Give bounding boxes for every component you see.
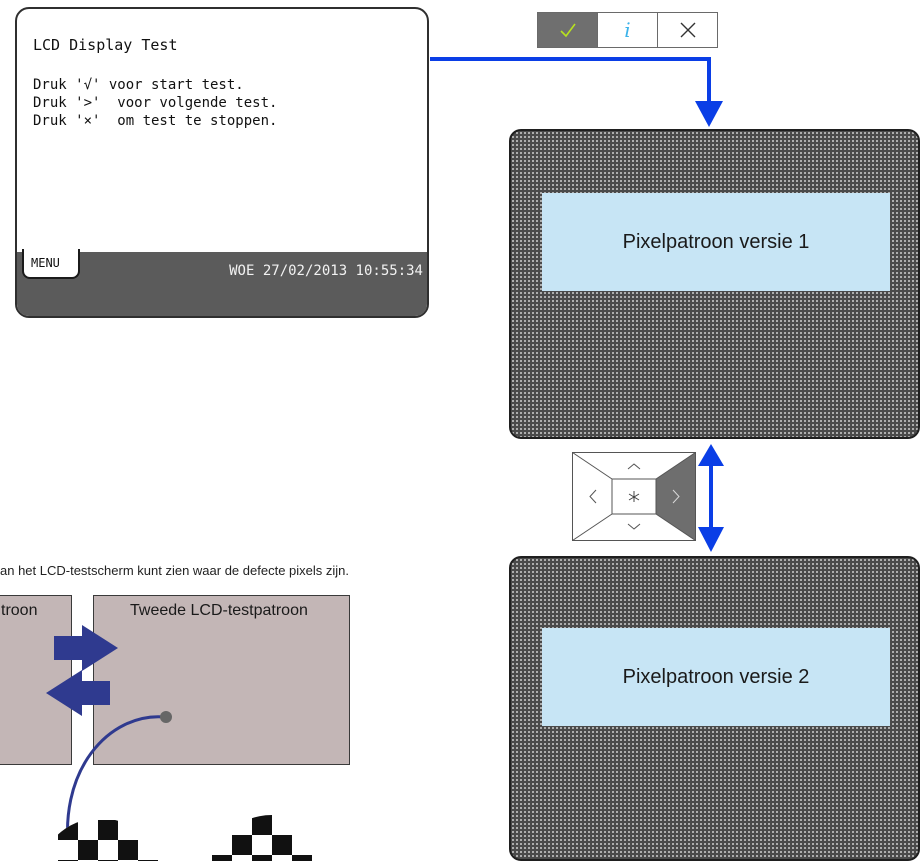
chevron-left-icon[interactable] xyxy=(589,489,597,504)
lcd-datetime: WOE 27/02/2013 10:55:34 xyxy=(229,263,423,279)
magnified-pixels-1 xyxy=(38,818,162,861)
second-test-pattern-label: Tweede LCD-testpatroon xyxy=(130,602,308,619)
pattern-previous-arrow xyxy=(46,670,110,716)
connector-arrow-lcd-to-pattern xyxy=(430,57,723,127)
key-bar: i xyxy=(537,12,718,48)
close-key[interactable] xyxy=(658,13,717,47)
second-test-pattern: Tweede LCD-testpatroon xyxy=(93,595,350,765)
close-icon xyxy=(680,22,695,38)
chevron-up-icon[interactable] xyxy=(627,463,641,470)
menu-tab[interactable]: MENU xyxy=(22,249,80,279)
pixel-pattern-2-label: Pixelpatroon versie 2 xyxy=(542,628,890,726)
check-key[interactable] xyxy=(538,13,598,47)
caption-text: an het LCD-testscherm kunt zien waar de … xyxy=(0,563,350,578)
asterisk-icon xyxy=(628,491,640,502)
chevron-down-icon[interactable] xyxy=(627,523,641,530)
pixel-pattern-screen-2: Pixelpatroon versie 2 xyxy=(509,556,920,861)
navigation-pad xyxy=(572,452,696,541)
lcd-title: LCD Display Test xyxy=(33,36,178,54)
info-key[interactable]: i xyxy=(598,13,658,47)
lcd-device-panel: LCD Display Test Druk '√' voor start tes… xyxy=(15,7,429,318)
first-test-pattern-label: troon xyxy=(1,602,38,619)
lcd-instruction-next: Druk '>' voor volgende test. xyxy=(33,95,278,111)
lcd-status-bar xyxy=(17,252,427,316)
pixel-pattern-1-label: Pixelpatroon versie 1 xyxy=(542,193,890,291)
lcd-instruction-stop: Druk '×' om test te stoppen. xyxy=(33,113,278,129)
pattern-next-arrow xyxy=(54,625,118,671)
check-icon xyxy=(559,23,576,38)
chevron-right-icon xyxy=(672,489,680,504)
nav-right-button[interactable] xyxy=(656,452,695,541)
lcd-instruction-start: Druk '√' voor start test. xyxy=(33,77,244,93)
magnified-pixels-2 xyxy=(207,815,337,861)
double-arrow-between-screens xyxy=(698,444,724,552)
pixel-pattern-screen-1: Pixelpatroon versie 1 xyxy=(509,129,920,439)
info-icon: i xyxy=(624,18,631,42)
